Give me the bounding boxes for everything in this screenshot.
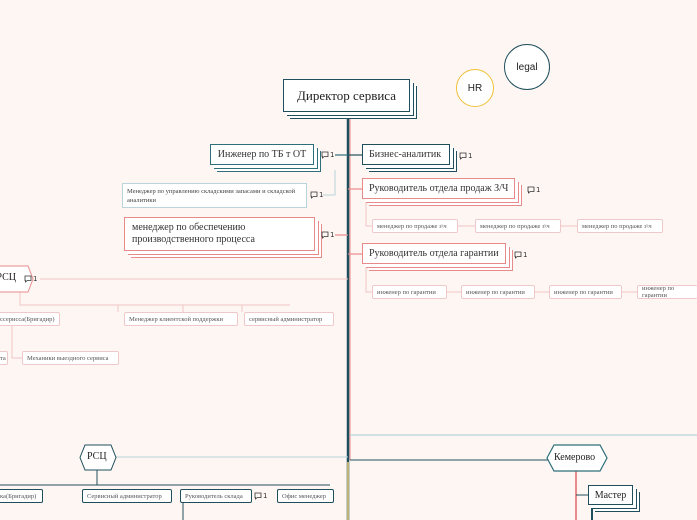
hr-node[interactable]: HR (456, 69, 494, 107)
node-production-manager[interactable]: менеджер по обеспечению производственног… (124, 217, 315, 251)
node-warranty-engineer-4[interactable]: инженер по гарантии (637, 285, 697, 299)
node-brigadier-top[interactable]: ссерисса(Бригадир) (0, 312, 60, 326)
node-service-admin-top[interactable]: сервисный администратор (244, 312, 334, 326)
node-warehouse-manager[interactable]: Менеджер по управлению складскими запаса… (122, 183, 307, 208)
legal-node[interactable]: legal (504, 44, 550, 90)
engineer-tb-label: Инженер по ТБ т ОТ (217, 149, 307, 160)
node-sales-manager-1[interactable]: менеджер по продаже з\ч (372, 219, 458, 233)
hr-label: HR (467, 82, 483, 94)
node-business-analyst[interactable]: Бизнес-аналитик (362, 144, 450, 165)
legal-label: legal (516, 61, 538, 73)
comment-badge[interactable]: 1 (310, 191, 323, 199)
root-node-director[interactable]: Директор сервиса (283, 79, 410, 112)
kemerovo-label: Кемерово (554, 452, 596, 463)
rsc-bottom-label: РСЦ (87, 451, 107, 462)
node-engineer-tb[interactable]: Инженер по ТБ т ОТ (210, 144, 314, 165)
sales-head-label: Руководитель отдела продаж З/Ч (369, 183, 509, 194)
comment-badge[interactable]: 1 (321, 151, 334, 159)
node-office-manager[interactable]: Офис менеджер (277, 489, 334, 503)
comment-icon (321, 231, 329, 239)
comment-badge[interactable]: 1 (459, 152, 472, 160)
comment-badge[interactable]: 1 (514, 251, 527, 259)
node-partial-top[interactable]: та (0, 351, 8, 365)
comment-icon (459, 152, 467, 160)
node-field-mechanics[interactable]: Механики выездного сервиса (22, 351, 119, 365)
node-sales-head[interactable]: Руководитель отдела продаж З/Ч (362, 178, 515, 199)
business-analyst-label: Бизнес-аналитик (369, 149, 442, 160)
comment-icon (24, 275, 32, 283)
node-sales-manager-2[interactable]: менеджер по продаже з\ч (475, 219, 561, 233)
node-warehouse-head[interactable]: Руководитель склада (180, 489, 252, 503)
kemerovo-node[interactable] (546, 444, 608, 472)
node-warranty-engineer-3[interactable]: инженер по гарантии (549, 285, 622, 299)
comment-icon (254, 492, 262, 500)
warehouse-manager-label: Менеджер по управлению складскими запаса… (127, 187, 296, 204)
comment-icon (527, 186, 535, 194)
root-label: Директор сервиса (297, 87, 396, 103)
comment-icon (310, 191, 318, 199)
node-service-admin-bottom[interactable]: Сервисный администратор (82, 489, 172, 503)
rsc-top-node[interactable] (0, 265, 34, 293)
comment-icon (321, 151, 329, 159)
production-manager-label: менеджер по обеспечению производственног… (132, 222, 255, 245)
comment-badge[interactable]: 1 (321, 231, 334, 239)
comment-badge[interactable]: 1 (254, 492, 267, 500)
node-warranty-head[interactable]: Руководитель отдела гарантии (362, 243, 506, 264)
node-client-support-manager[interactable]: Менеджер клиентской поддержки (124, 312, 238, 326)
node-brigadier-bottom[interactable]: ка(Бригадир) (0, 489, 43, 503)
node-master[interactable]: Мастер (588, 485, 633, 505)
node-warranty-engineer-1[interactable]: инженер по гарантии (372, 285, 447, 299)
comment-icon (514, 251, 522, 259)
node-warranty-engineer-2[interactable]: инженер по гарантии (461, 285, 535, 299)
warranty-head-label: Руководитель отдела гарантии (369, 248, 499, 259)
rsc-bottom-node[interactable] (79, 444, 117, 471)
rsc-top-label: РСЦ (0, 272, 16, 283)
node-sales-manager-3[interactable]: менеджер по продаже з\ч (577, 219, 663, 233)
comment-badge[interactable]: 1 (24, 275, 37, 283)
master-label: Мастер (594, 489, 627, 501)
comment-badge[interactable]: 1 (527, 186, 540, 194)
